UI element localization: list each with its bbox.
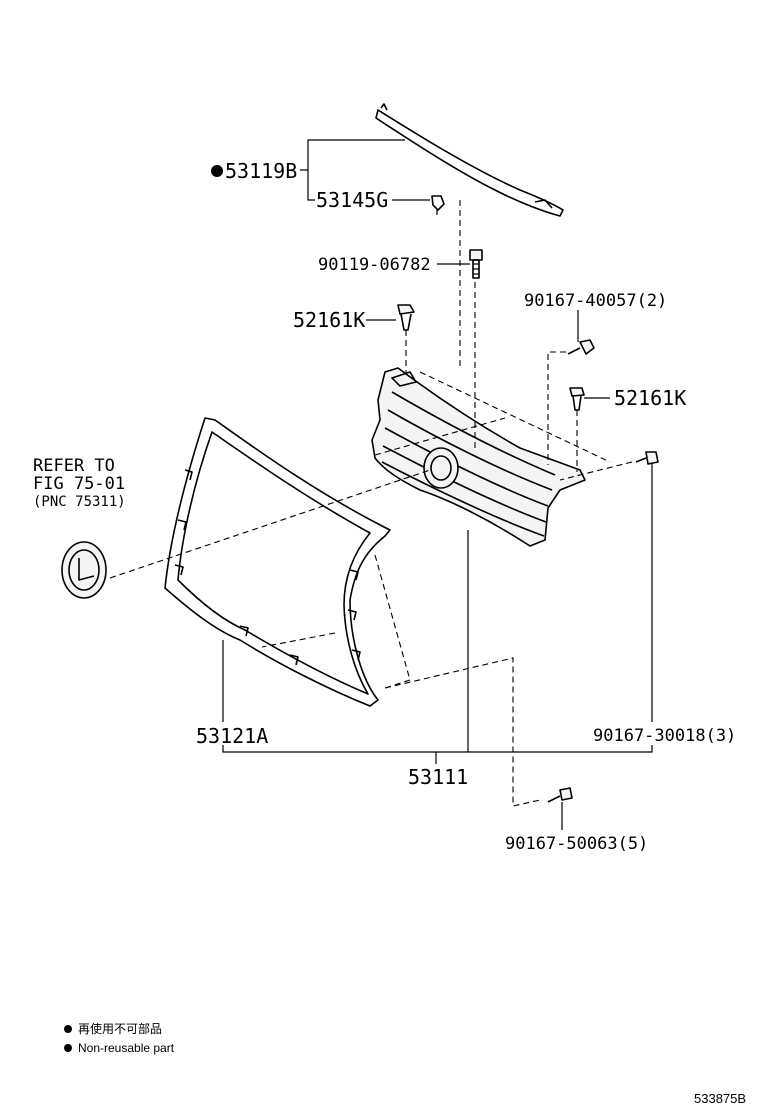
label-53111[interactable]: 53111	[408, 765, 468, 789]
clip-53145G	[431, 195, 445, 215]
radiator-grille	[371, 367, 586, 547]
leader-lines	[222, 139, 653, 830]
upper-moulding	[375, 103, 564, 217]
legend-dot-icon	[64, 1044, 72, 1052]
bolt-90119	[469, 249, 483, 279]
label-53145G[interactable]: 53145G	[316, 188, 388, 212]
reference-line-1: REFER TO	[33, 456, 115, 476]
legend-jp: 再使用不可部品	[78, 1021, 162, 1036]
legend-dot-icon	[64, 1025, 72, 1033]
label-90119-06782[interactable]: 90119-06782	[318, 255, 431, 275]
legend-en: Non-reusable part	[78, 1041, 175, 1055]
label-52161K-left[interactable]: 52161K	[293, 308, 365, 332]
screw-90167-50063	[547, 787, 573, 803]
emblem	[61, 541, 107, 599]
non-reusable-dot-icon	[211, 165, 223, 177]
label-52161K-right[interactable]: 52161K	[614, 386, 686, 410]
label-53121A[interactable]: 53121A	[196, 724, 268, 748]
label-90167-50063[interactable]: 90167-50063(5)	[505, 834, 648, 854]
reference-line-2[interactable]: FIG 75-01	[33, 474, 125, 494]
assembly-lines	[109, 200, 633, 807]
label-90167-40057[interactable]: 90167-40057(2)	[524, 291, 667, 311]
reference-line-3: (PNC 75311)	[33, 494, 126, 510]
screw-90167-30018	[635, 451, 659, 465]
clip-52161K-right	[569, 387, 585, 411]
clip-52161K-left	[397, 304, 415, 331]
figure-id: 533875B	[694, 1091, 746, 1106]
outer-frame	[164, 417, 391, 707]
label-53119B[interactable]: 53119B	[225, 159, 297, 183]
label-90167-30018[interactable]: 90167-30018(3)	[593, 726, 736, 746]
screw-90167-40057	[567, 339, 595, 355]
